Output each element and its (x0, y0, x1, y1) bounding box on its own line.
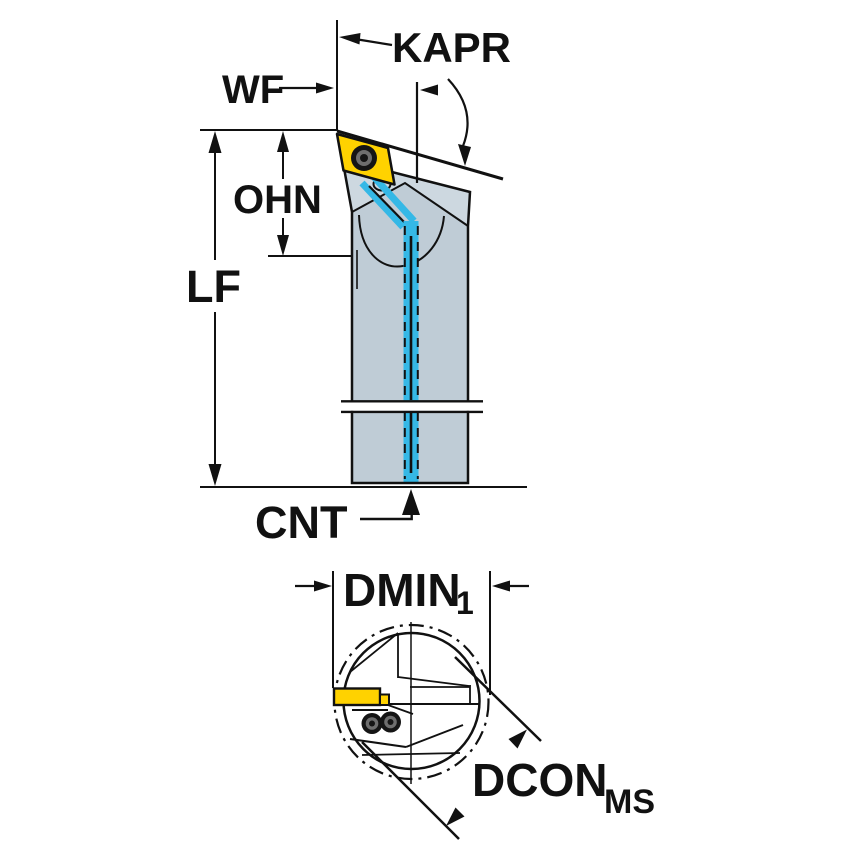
dimensions-side-view: WF KAPR OHN LF (186, 20, 527, 548)
label-dcon: DCON (472, 754, 607, 806)
label-dmin-subscript: 1 (456, 585, 474, 621)
dimensions-end-view: DMIN 1 DCON MS (295, 564, 655, 840)
dim-cnt: CNT (255, 489, 420, 548)
tool-side-view (335, 129, 504, 485)
tool-body-outline (342, 166, 472, 485)
shank-break-lines (340, 400, 486, 414)
insert-end-view (332, 687, 390, 707)
dcon-arrowhead-lower (446, 807, 465, 826)
dim-kapr: KAPR (339, 24, 511, 183)
dim-dmin1: DMIN 1 (295, 564, 529, 695)
screw-center (369, 720, 375, 727)
facet-line (405, 724, 464, 748)
insert-step (379, 693, 390, 706)
tool-end-view (332, 622, 490, 784)
label-dcon-subscript: MS (604, 783, 655, 821)
lf-arrowhead-top (208, 131, 222, 153)
clamp-screws (361, 711, 401, 734)
label-lf: LF (186, 261, 241, 312)
kapr-ref-arrowhead (420, 84, 438, 96)
head-pocket-arc (358, 214, 445, 268)
label-kapr: KAPR (392, 24, 511, 71)
cutting-edge-line (336, 129, 504, 181)
screw-center (360, 154, 368, 162)
facet-line (349, 738, 407, 748)
kapr-arrowhead (339, 33, 361, 45)
coolant-channel (359, 174, 419, 483)
dmin-arrowhead-right (492, 580, 510, 592)
facet-line (397, 676, 470, 687)
wf-arrowhead (316, 82, 334, 94)
coolant-branch (359, 180, 406, 230)
dim-ohn: OHN (233, 131, 322, 256)
screw-center (387, 719, 394, 725)
coolant-branch-divider (368, 185, 409, 227)
facet-line (387, 704, 414, 715)
label-cnt: CNT (255, 497, 347, 548)
dcon-tangent-line (361, 741, 460, 840)
head-facet-line (351, 181, 469, 227)
kapr-arc-arrowhead (458, 144, 471, 166)
dim-lf: LF (186, 131, 241, 486)
dim-dcon-ms: DCON MS (361, 656, 655, 840)
ohn-arrowhead-top (277, 131, 289, 152)
ohn-arrowhead-bottom (277, 235, 289, 256)
label-wf: WF (222, 68, 284, 112)
label-dmin: DMIN (343, 564, 461, 616)
dcon-tangent-line (454, 656, 542, 742)
kapr-angle-arc (447, 78, 469, 147)
facet-line (349, 632, 399, 673)
kapr-leader-line (357, 38, 393, 47)
dim-wf: WF (222, 68, 334, 112)
insert (332, 687, 382, 707)
coolant-branch (371, 174, 417, 224)
cnt-arrowhead (402, 489, 420, 515)
dcon-arrowhead-upper (508, 729, 527, 749)
lf-arrowhead-bottom (208, 464, 222, 486)
label-ohn: OHN (233, 178, 322, 222)
dmin-arrowhead-left (314, 580, 332, 592)
break-gap (340, 402, 486, 411)
insert-screw (351, 145, 377, 171)
